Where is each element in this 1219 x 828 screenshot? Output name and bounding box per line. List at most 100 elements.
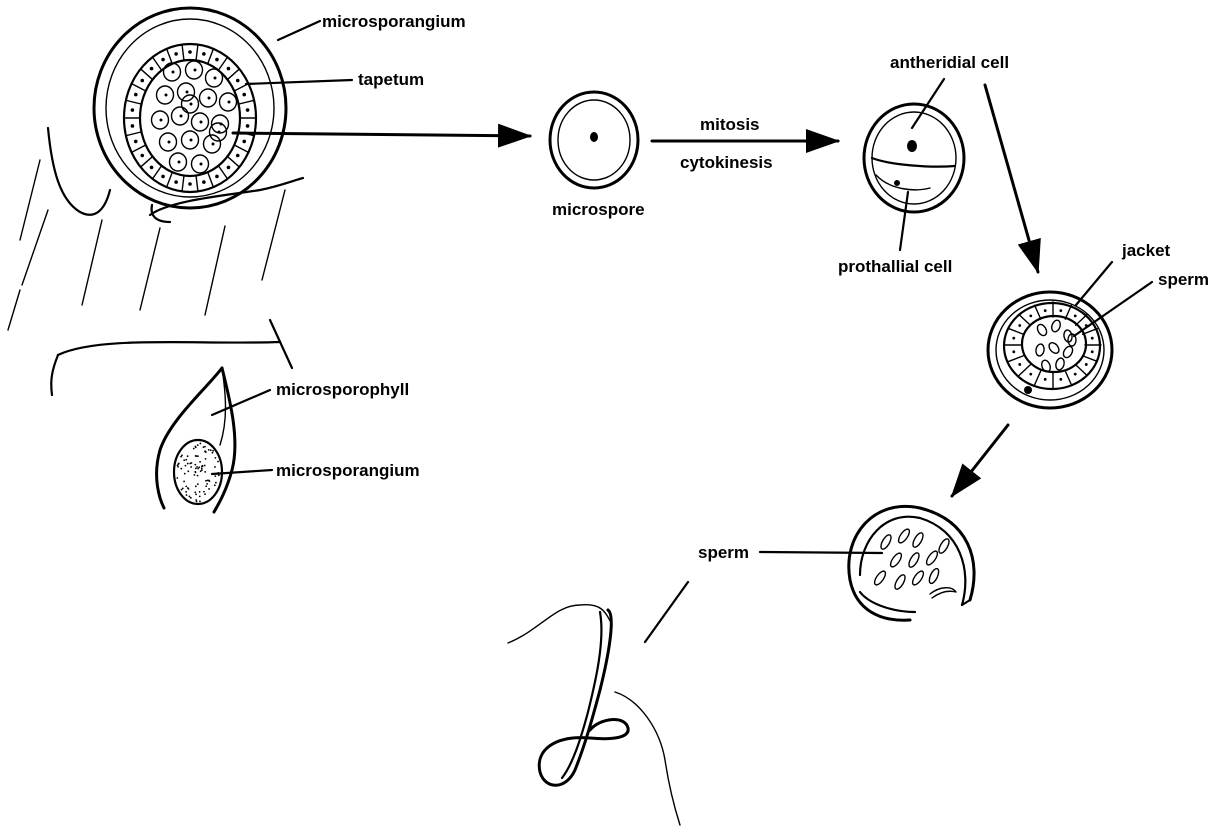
jacket-nucleus: [1059, 309, 1062, 312]
stipple-dot: [199, 491, 201, 493]
released-sperm: [911, 569, 926, 586]
stipple-dot: [199, 500, 201, 502]
mother-cell-nucleus: [214, 77, 217, 80]
released-sperm: [873, 569, 888, 586]
mother-cell-nucleus: [194, 69, 197, 72]
jacket-nucleus: [1029, 314, 1032, 317]
leader-sperm-antheridium: [1074, 282, 1152, 336]
strobilus-section: [8, 8, 303, 395]
tapetum-nucleus: [150, 166, 154, 170]
tapetum-cell-wall: [153, 57, 162, 70]
stipple-dot: [185, 491, 187, 493]
microspore-mother-cells: [152, 61, 237, 173]
axis-cut-mark: [270, 320, 292, 368]
jacket-cell-wall: [1035, 371, 1041, 385]
tapetum-cell-wall: [239, 100, 255, 104]
released-sperm-curved: [930, 588, 956, 598]
label-microsporangium-top: microsporangium: [322, 12, 466, 31]
jacket-nucleus: [1029, 373, 1032, 376]
stipple-dot: [195, 485, 197, 487]
tapetum-nucleus: [215, 175, 219, 179]
leader-jacket: [1076, 262, 1112, 305]
leader-microsporangium-top: [278, 21, 320, 40]
stipple-dot: [208, 488, 210, 490]
tapetum-nucleus: [246, 124, 250, 128]
tapetum-nucleus: [134, 93, 138, 97]
microsporophyll: [157, 368, 235, 512]
sperm-cell: [1062, 345, 1075, 359]
axis-streak-7: [8, 290, 20, 330]
jacket-nucleus: [1018, 324, 1021, 327]
tapetum-cell-wall: [208, 49, 214, 64]
sperm-cell: [1047, 341, 1061, 355]
jacket-cell-wall: [1065, 371, 1071, 385]
label-antheridial-cell: antheridial cell: [890, 53, 1009, 72]
tapetum-cell-wall: [227, 156, 239, 167]
stipple-dot: [195, 493, 197, 495]
stipple-dot: [214, 466, 216, 468]
microspore-cell: [550, 92, 638, 188]
tapetum-nucleus: [161, 175, 165, 179]
mother-cell-nucleus: [208, 97, 211, 100]
tapetum-cell-wall: [196, 45, 198, 61]
tapetum-nucleus: [202, 180, 206, 184]
stipple-dot: [204, 471, 206, 473]
label-sperm-released: sperm: [698, 543, 749, 562]
label-prothallial-cell: prothallial cell: [838, 257, 952, 276]
label-microsporangium-bottom: microsporangium: [276, 461, 420, 480]
tapetum-nucleus: [134, 140, 138, 144]
tapetum-nucleus: [242, 93, 246, 97]
jacket-cell-wall: [1019, 365, 1030, 376]
stipple-dot: [214, 484, 216, 486]
microsporangium-small: [174, 440, 222, 504]
stipple-dot: [194, 446, 196, 448]
jacket-cell-wall: [1076, 365, 1087, 376]
tapetum-cell-wall: [132, 145, 146, 152]
arrow-to-microspore: [233, 133, 530, 136]
released-sperm: [893, 573, 907, 590]
mother-cell-nucleus: [212, 143, 215, 146]
stipple-dot: [187, 470, 189, 472]
released-sperm: [907, 551, 921, 568]
mother-cell-nucleus: [180, 115, 183, 118]
label-microspore: microspore: [552, 200, 645, 219]
stipple-dot: [212, 450, 214, 452]
stipple-dot: [195, 467, 197, 469]
tapetum-nucleus: [246, 108, 250, 112]
tapetum-cell-wall: [227, 69, 239, 80]
stipple-dot: [210, 449, 212, 451]
label-sperm-antheridium: sperm: [1158, 270, 1209, 289]
jacket-cell-wall: [1009, 356, 1024, 362]
tapetum-cell-wall: [126, 132, 142, 136]
stipple-dot: [187, 487, 189, 489]
stipple-dot: [199, 495, 201, 497]
jacket-nucleus: [1059, 378, 1062, 381]
stipple-dot: [205, 451, 207, 453]
tapetum-cell-wall: [218, 57, 227, 70]
stipple-dot: [201, 465, 203, 467]
released-antheridium: [849, 506, 974, 620]
prothallial-nucleus: [894, 180, 900, 186]
sperm-cell: [1050, 319, 1062, 333]
stipple-dot: [203, 446, 205, 448]
pollen-tube-pointer: [645, 582, 688, 642]
tapetum-cell-wall: [182, 45, 184, 61]
stipple-dot: [183, 481, 185, 483]
mother-cell-nucleus: [168, 141, 171, 144]
microspore-nucleus: [590, 132, 598, 142]
tapetum-cell-wall: [141, 69, 153, 80]
jacket-nucleus: [1091, 337, 1094, 340]
jacket-cells: [1005, 302, 1101, 388]
stipple-dot: [187, 463, 189, 465]
stipple-dot: [217, 461, 219, 463]
axis-lower-left: [51, 355, 58, 395]
stipple-dot: [197, 444, 199, 446]
mother-cell-nucleus: [178, 161, 181, 164]
tapetum-nucleus: [227, 67, 231, 71]
stipple-dot: [201, 469, 203, 471]
axis-streak-3: [82, 220, 102, 305]
tapetum-cell-wall: [153, 166, 162, 179]
released-sperm: [879, 533, 893, 550]
label-mitosis: mitosis: [700, 115, 760, 134]
cell-division-wall: [872, 158, 955, 167]
